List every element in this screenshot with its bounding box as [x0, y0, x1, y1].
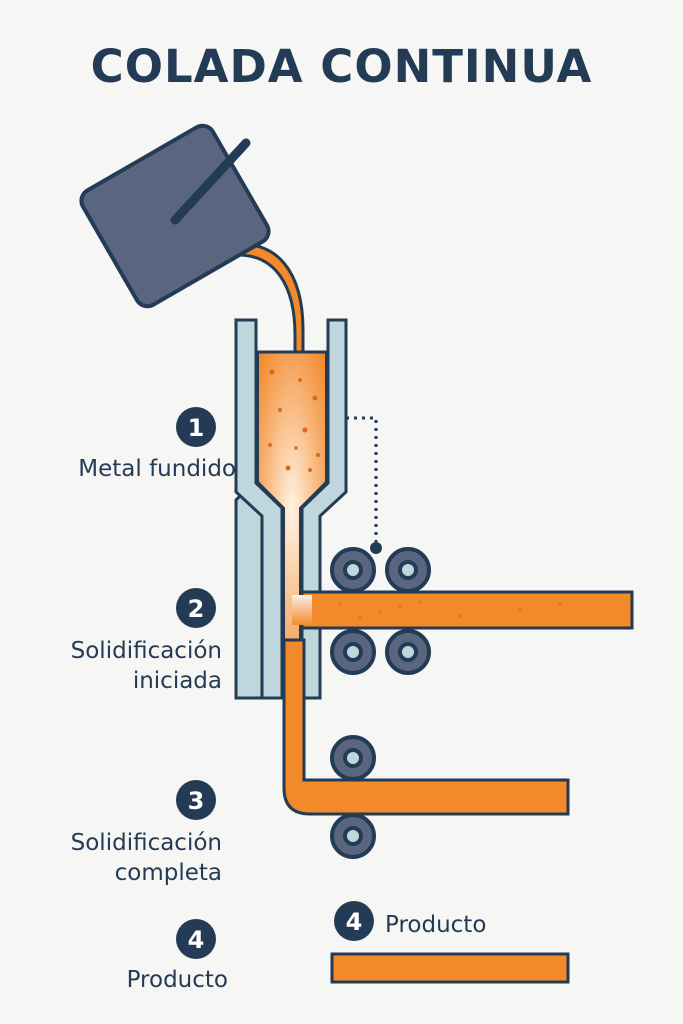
- product-bar: [330, 952, 570, 984]
- step-4-label: Producto: [126, 967, 228, 993]
- step-4-number: 4: [188, 926, 205, 954]
- strand: [282, 638, 570, 816]
- diagram-title: COLADA CONTINUA: [90, 40, 593, 93]
- step-2-number: 2: [188, 595, 205, 623]
- step-3-label: Solidificación completa: [20, 828, 222, 888]
- step-3-label-line1: Solidificación: [70, 830, 222, 856]
- step-2-label: Solidificación iniciada: [20, 636, 222, 696]
- step-3-label-line2: completa: [114, 860, 222, 886]
- step-1-number: 1: [188, 414, 205, 442]
- callout-number: 4: [346, 908, 363, 936]
- step-1-label: Metal fundido: [78, 456, 236, 482]
- step-3-number: 3: [188, 787, 205, 815]
- mold-left-wall: [234, 318, 284, 700]
- melt-particles: [268, 369, 320, 472]
- ladle-icon: [79, 123, 271, 309]
- step-2-label-line2: iniciada: [132, 668, 222, 694]
- leader-line: [346, 416, 378, 545]
- product-callout-label: Producto: [385, 912, 487, 938]
- step-badges: [176, 407, 374, 959]
- horizontal-strand: [300, 590, 634, 630]
- step-2-label-line1: Solidificación: [70, 638, 222, 664]
- roller-icon: [330, 547, 431, 859]
